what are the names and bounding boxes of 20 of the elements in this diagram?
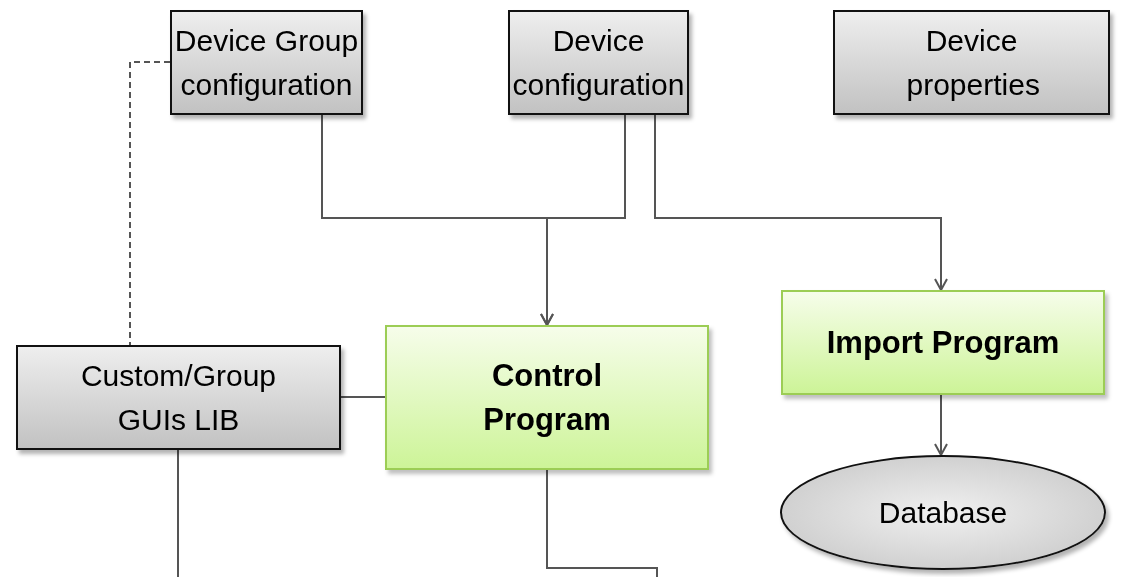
config-box xyxy=(833,10,1110,115)
connector-line xyxy=(340,396,386,398)
node-label: Import Program xyxy=(826,323,1060,362)
arrow xyxy=(654,114,948,291)
node-label: Database xyxy=(878,494,1008,531)
connector-line xyxy=(129,61,171,346)
node-label: Control Program xyxy=(482,356,612,439)
config-box xyxy=(508,10,689,115)
arrow xyxy=(934,394,948,456)
connector-line xyxy=(546,469,658,577)
node-label: Device properties xyxy=(906,22,1037,103)
library-box xyxy=(16,345,341,450)
arrow xyxy=(540,114,626,326)
config-box xyxy=(170,10,363,115)
process-box xyxy=(781,290,1105,395)
node-label: Device configuration xyxy=(511,22,686,103)
node-label: Custom/Group GUIs LIB xyxy=(79,357,278,438)
connector-line xyxy=(177,449,179,577)
node-label: Device Group configuration xyxy=(173,22,360,103)
process-box xyxy=(385,325,709,470)
